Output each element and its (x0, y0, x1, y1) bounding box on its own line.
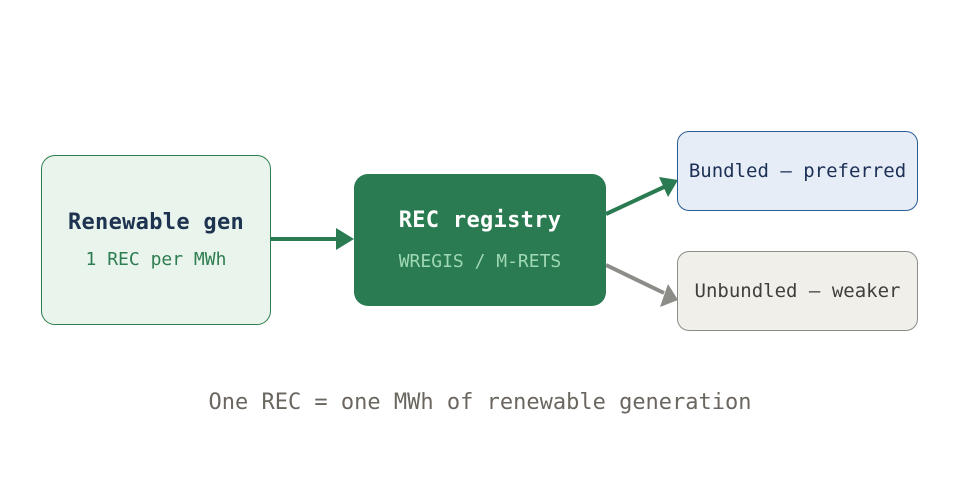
node-rec-registry-title: REC registry (398, 208, 562, 233)
node-rec-registry: REC registry WREGIS / M-RETS (354, 174, 606, 306)
node-bundled: Bundled — preferred (677, 131, 918, 211)
arrow-registry-to-unbundled (605, 263, 665, 295)
node-rec-registry-subtitle: WREGIS / M-RETS (398, 251, 562, 272)
node-renewable-gen-subtitle: 1 REC per MWh (85, 249, 227, 270)
node-renewable-gen-title: Renewable gen (67, 210, 245, 235)
arrowhead-registry-to-unbundled (660, 284, 678, 307)
arrowhead-source-to-registry (336, 228, 354, 250)
arrow-registry-to-bundled (605, 185, 665, 216)
node-renewable-gen: Renewable gen 1 REC per MWh (41, 155, 271, 325)
arrowhead-registry-to-bundled (659, 177, 678, 197)
node-unbundled: Unbundled — weaker (677, 251, 918, 331)
node-unbundled-title: Unbundled — weaker (694, 280, 901, 302)
node-bundled-title: Bundled — preferred (688, 160, 907, 182)
diagram-caption: One REC = one MWh of renewable generatio… (208, 390, 752, 415)
